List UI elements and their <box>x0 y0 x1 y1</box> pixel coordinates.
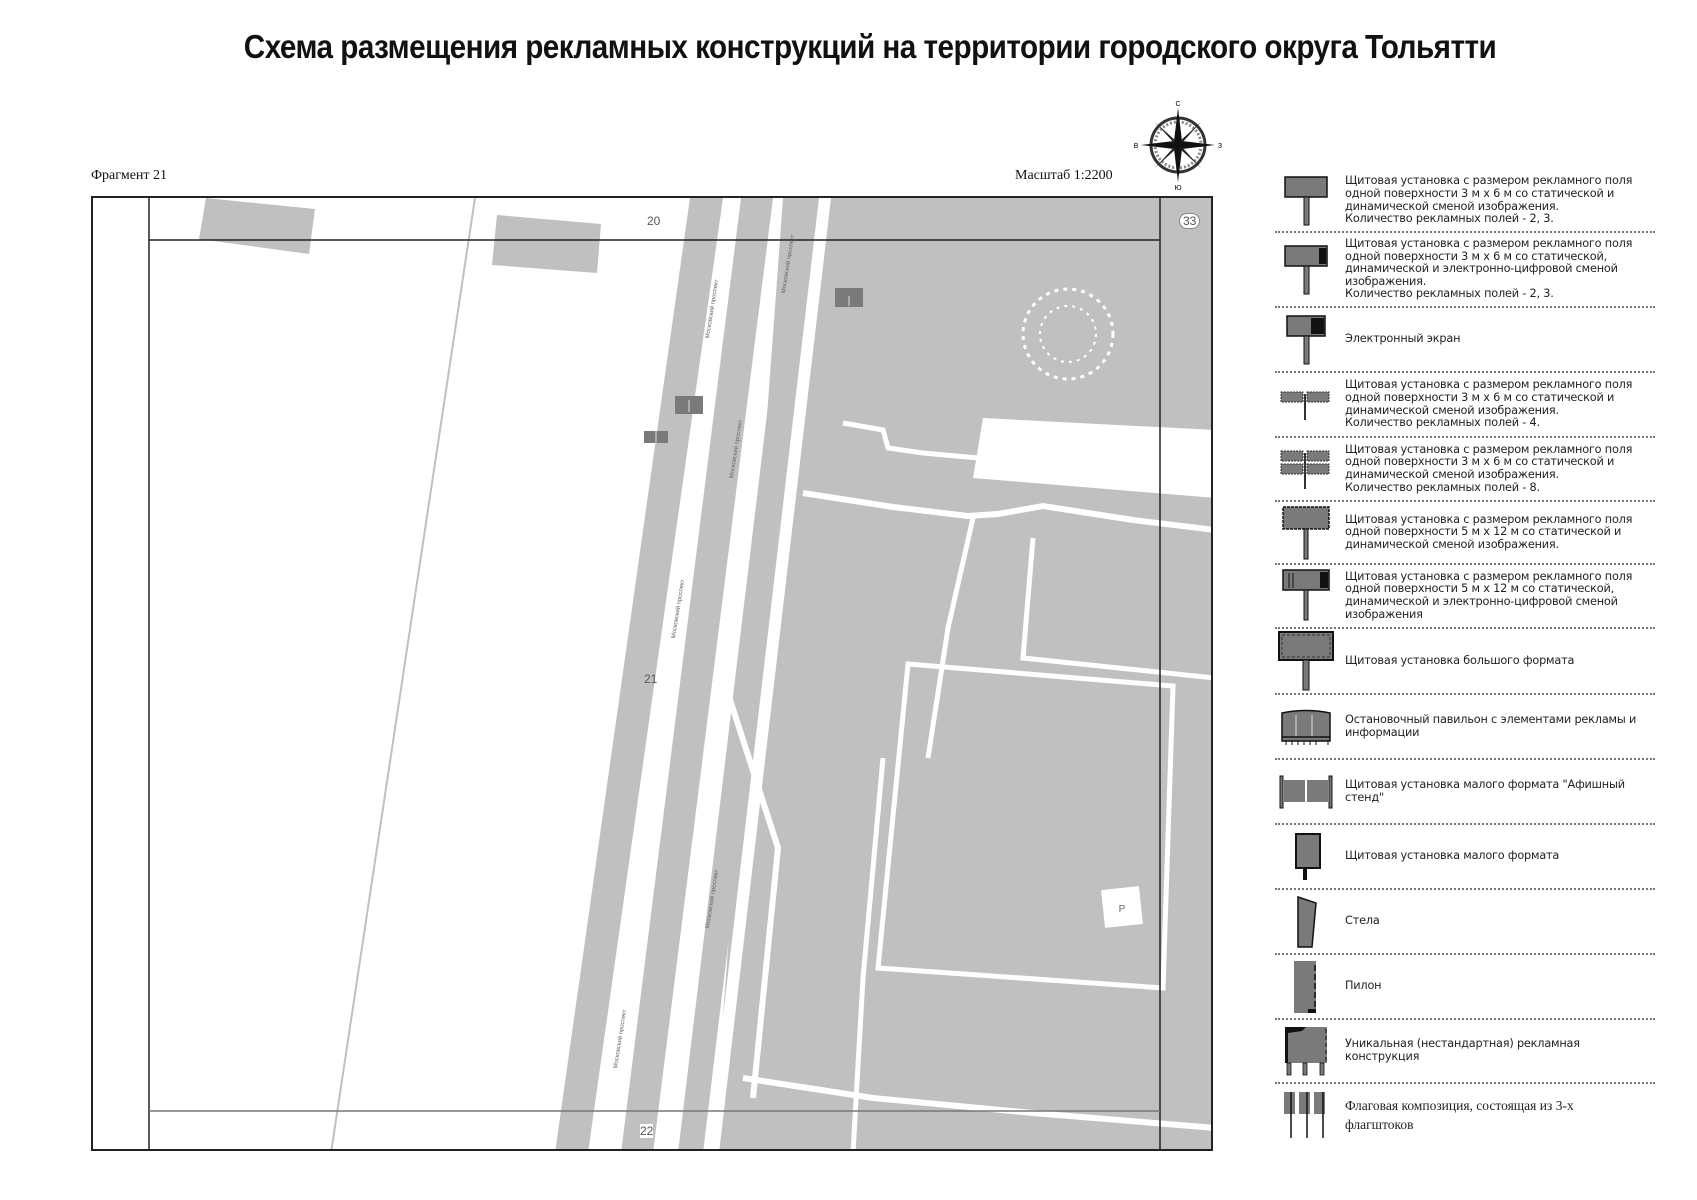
adjacent-sheet-right[interactable]: 33 <box>1179 213 1201 229</box>
flag-composition-icon <box>1275 1090 1337 1140</box>
poster-stand-icon <box>1275 774 1337 810</box>
compass-rose-icon: С Ю В З <box>1133 100 1223 192</box>
legend-item: Щитовая установка с размером рекламного … <box>1275 233 1655 308</box>
legend-item: Стела <box>1275 890 1655 955</box>
electronic-screen-icon <box>1275 314 1337 366</box>
ad-sign-marker[interactable] <box>675 396 703 414</box>
adjacent-sheet-bottom[interactable]: 22 <box>640 1124 654 1138</box>
billboard-3x6-8fields-icon <box>1275 447 1337 491</box>
page-title: Схема размещения рекламных конструкций н… <box>243 28 1497 65</box>
billboard-3x6-digital-icon <box>1275 244 1337 296</box>
legend-item: Щитовая установка малого формата "Афишны… <box>1275 760 1655 825</box>
legend: Щитовая установка с размером рекламного … <box>1275 170 1655 1146</box>
small-format-billboard-icon <box>1275 832 1337 882</box>
legend-item: Щитовая установка большого формата <box>1275 629 1655 695</box>
unique-structure-icon <box>1275 1025 1337 1077</box>
billboard-5x12-icon <box>1275 505 1337 561</box>
ad-sign-marker[interactable] <box>835 288 863 307</box>
legend-item: Пилон <box>1275 955 1655 1020</box>
compass-west: В <box>1134 143 1139 150</box>
scale-label: Масштаб 1:2200 <box>1015 168 1113 183</box>
legend-item: Щитовая установка с размером рекламного … <box>1275 438 1655 502</box>
fragment-label: Фрагмент 21 <box>91 168 168 183</box>
legend-item: Щитовая установка с размером рекламного … <box>1275 373 1655 438</box>
large-format-billboard-icon <box>1275 630 1337 692</box>
ad-sign-marker[interactable] <box>644 431 668 443</box>
adjacent-sheet-top[interactable]: 20 <box>647 214 661 228</box>
compass-south: Ю <box>1174 185 1181 190</box>
billboard-5x12-digital-icon <box>1275 568 1337 624</box>
legend-item: Остановочный павильон с элементами рекла… <box>1275 695 1655 760</box>
parking-label: P <box>1119 904 1126 915</box>
billboard-3x6-4fields-icon <box>1275 388 1337 422</box>
billboard-3x6-icon <box>1275 175 1337 227</box>
pylon-icon <box>1275 959 1337 1015</box>
compass-east: З <box>1218 143 1222 150</box>
legend-item: Щитовая установка малого формата <box>1275 825 1655 890</box>
legend-item: Электронный экран <box>1275 308 1655 373</box>
stele-icon <box>1275 895 1337 949</box>
bus-stop-pavilion-icon <box>1275 707 1337 747</box>
legend-item: Щитовая установка с размером рекламного … <box>1275 502 1655 565</box>
current-sheet-number: 21 <box>644 672 658 686</box>
map-fragment[interactable]: P Московский проспект Московский проспек… <box>91 196 1213 1151</box>
compass-north: С <box>1175 101 1180 108</box>
legend-item: Щитовая установка с размером рекламного … <box>1275 170 1655 233</box>
legend-item: Щитовая установка с размером рекламного … <box>1275 565 1655 629</box>
